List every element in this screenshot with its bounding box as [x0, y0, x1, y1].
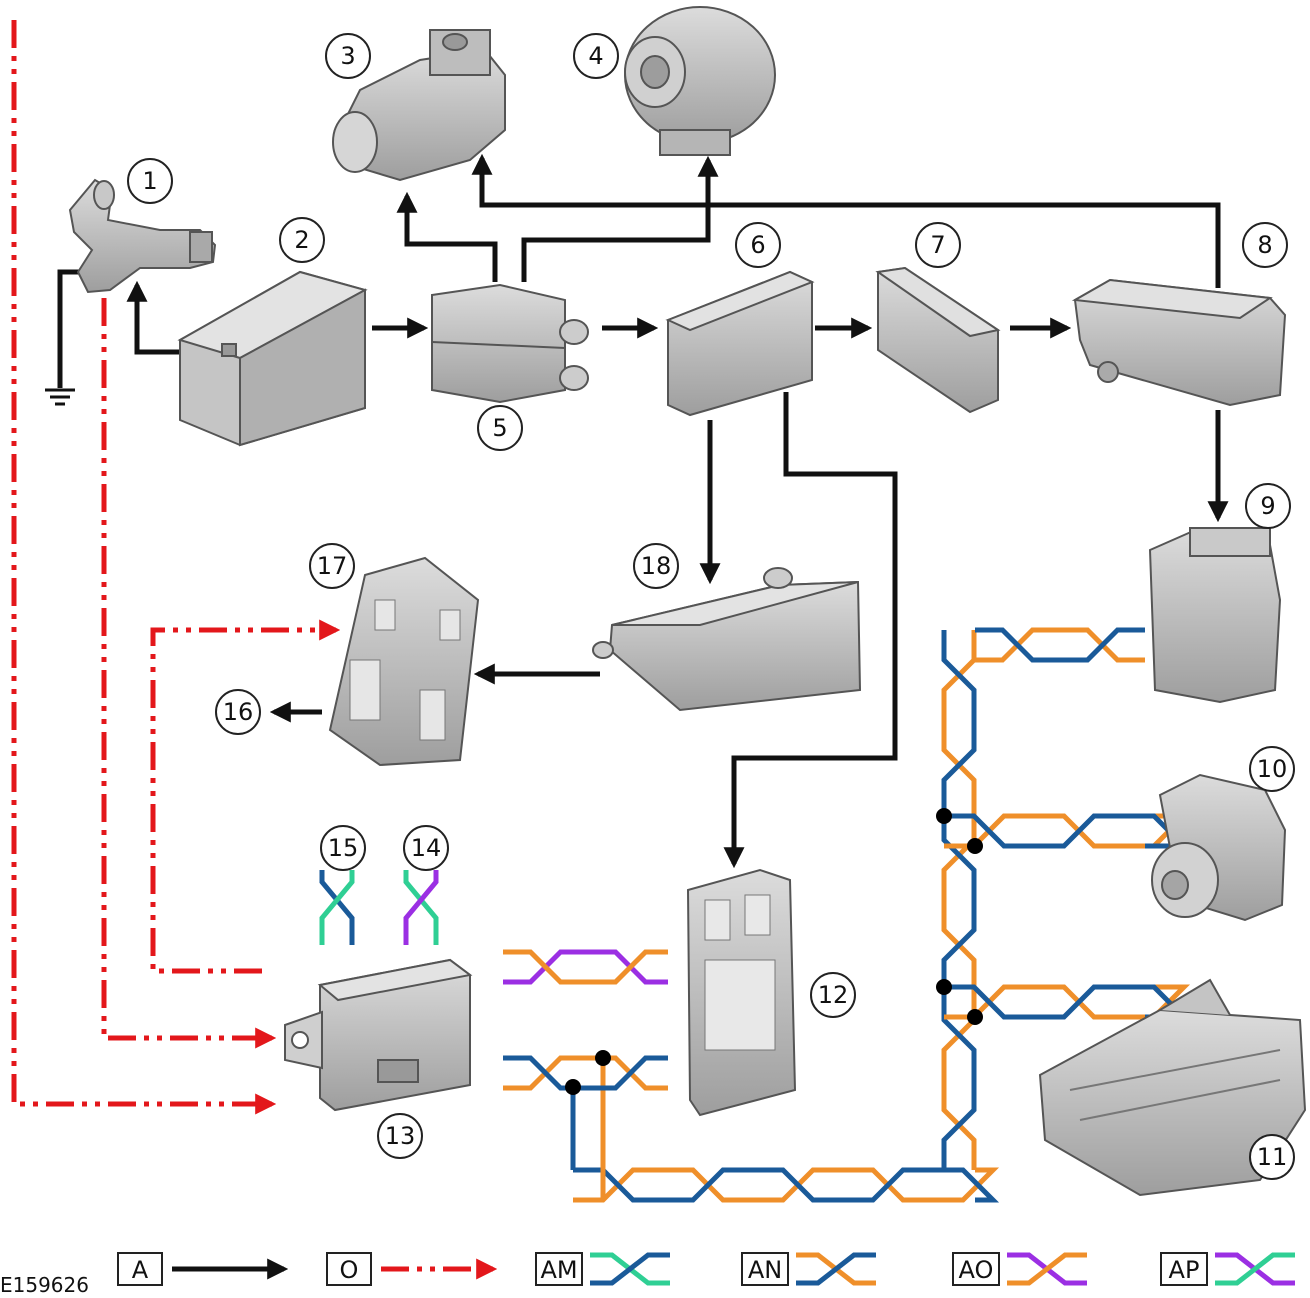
legend-code: AM [540, 1256, 577, 1284]
callout-9: 9 [1246, 484, 1290, 528]
callout-label: 3 [340, 42, 355, 70]
auxiliary-battery-module-icon [1075, 280, 1285, 405]
callout-label: 8 [1257, 231, 1272, 259]
sense-lines [14, 20, 336, 1104]
twisted-pair-blue-orange-icon [796, 1255, 876, 1283]
callout-3: 3 [326, 34, 370, 78]
battery-monitoring-module-icon [593, 568, 860, 710]
ground-icon [45, 390, 75, 404]
twisted-pair-orange-purple-icon [1007, 1255, 1087, 1283]
legend-item-ao: AO [953, 1253, 1087, 1285]
callout-10: 10 [1250, 747, 1294, 791]
callout-5: 5 [478, 406, 522, 450]
legend-code: O [340, 1256, 359, 1284]
callout-13: 13 [378, 1114, 422, 1158]
callout-12: 12 [811, 973, 855, 1017]
legend-code: A [132, 1256, 149, 1284]
callout-label: 18 [641, 552, 672, 580]
twisted-pair-key-symbols [322, 870, 436, 945]
gateway-module-icon [285, 960, 470, 1110]
callout-label: 5 [492, 414, 507, 442]
power-line-5-to-3 [407, 196, 495, 282]
legend-item-a: A [118, 1253, 284, 1285]
legend-item-am: AM [536, 1253, 670, 1285]
callout-label: 14 [411, 834, 442, 862]
engine-control-module-icon [1150, 528, 1280, 702]
legend-code: AN [748, 1256, 782, 1284]
twisted-pair-green-purple-icon [1215, 1255, 1295, 1283]
callout-label: 9 [1260, 492, 1275, 520]
alternator-icon [625, 7, 775, 155]
power-distribution-module-icon [668, 272, 812, 415]
megafuse-icon [432, 285, 588, 402]
twisted-pair-gateway-orange-purple [503, 952, 668, 982]
callout-label: 15 [328, 834, 359, 862]
junction-dot [595, 1050, 611, 1066]
callout-14: 14 [404, 826, 448, 870]
callout-label: 12 [818, 981, 849, 1009]
power-lines [60, 158, 1218, 864]
junction-dot [936, 808, 952, 824]
power-line-ground [60, 272, 85, 388]
callout-17: 17 [310, 544, 354, 588]
legend-item-ap: AP [1161, 1253, 1295, 1285]
battery-icon [180, 272, 365, 445]
callout-label: 10 [1257, 755, 1288, 783]
abs-module-icon [1152, 775, 1285, 920]
callout-7: 7 [916, 223, 960, 267]
callout-11: 11 [1250, 1135, 1294, 1179]
power-line-5-to-4 [524, 160, 708, 282]
callout-18: 18 [634, 544, 678, 588]
junction-dot [967, 838, 983, 854]
central-junction-box-icon [688, 870, 795, 1115]
twisted-pair-green-purple-icon [406, 870, 436, 945]
twisted-pair-blue-green-icon [322, 870, 352, 945]
sense-line-bcm [153, 630, 336, 971]
callout-6: 6 [736, 223, 780, 267]
callout-label: 16 [223, 698, 254, 726]
dc-dc-converter-icon [878, 268, 998, 412]
twisted-pair-gateway-blue-orange [503, 1058, 668, 1088]
twisted-pair-trunk-vertical [944, 630, 974, 1170]
callout-2: 2 [280, 218, 324, 262]
legend-item-an: AN [742, 1253, 876, 1285]
callout-4: 4 [574, 34, 618, 78]
callout-label: 7 [930, 231, 945, 259]
callout-label: 11 [1257, 1143, 1288, 1171]
callout-16: 16 [216, 690, 260, 734]
figure-reference-id: E159626 [0, 1273, 89, 1297]
callout-label: 2 [294, 226, 309, 254]
twisted-pair-blue-green-icon [590, 1255, 670, 1283]
legend-item-o: O [327, 1253, 493, 1285]
junction-dot [967, 1009, 983, 1025]
junction-dot [936, 979, 952, 995]
callout-8: 8 [1243, 223, 1287, 267]
callout-label: 17 [317, 552, 348, 580]
callout-1: 1 [128, 159, 172, 203]
power-line-8-to-3 [482, 158, 1218, 288]
callout-label: 6 [750, 231, 765, 259]
twisted-pair-to-ecm [975, 630, 1145, 660]
twisted-pair-trunk-bottom [573, 1170, 993, 1200]
legend-code: AO [959, 1256, 994, 1284]
junction-dot [565, 1079, 581, 1095]
body-control-module-icon [330, 558, 478, 765]
callout-label: 4 [588, 42, 603, 70]
callout-15: 15 [321, 826, 365, 870]
legend-code: AP [1169, 1256, 1200, 1284]
callout-label: 13 [385, 1122, 416, 1150]
callout-label: 1 [142, 167, 157, 195]
twisted-pair-stubs [503, 952, 668, 1088]
